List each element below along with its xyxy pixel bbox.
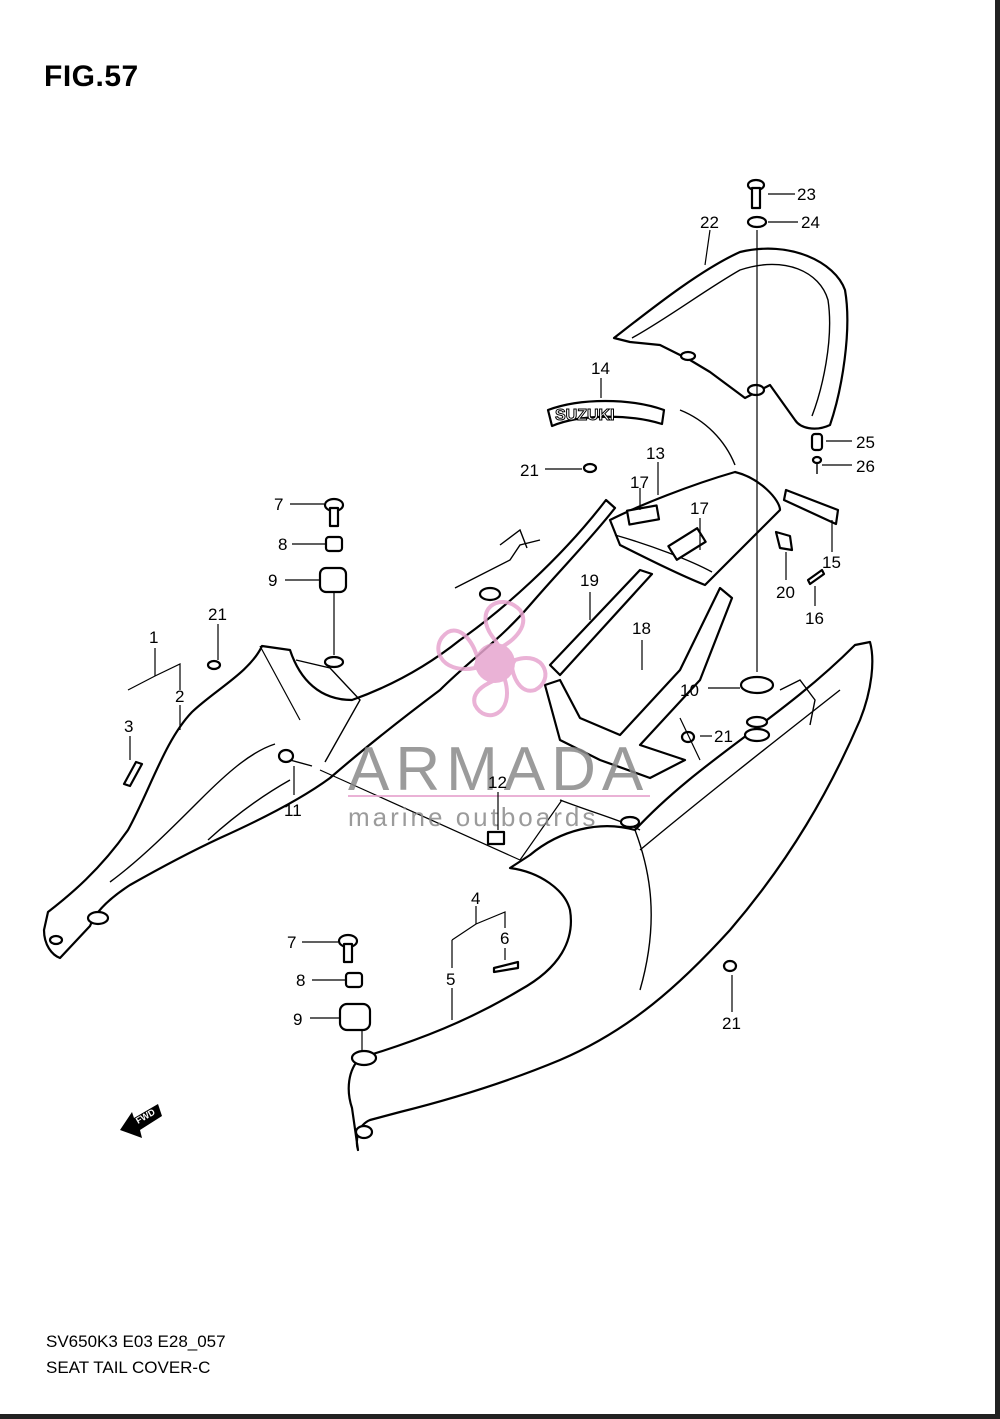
callout-26: 26 [856, 457, 875, 476]
frame-border-bottom [0, 1414, 1000, 1419]
callout-6: 6 [500, 929, 509, 948]
callout-22: 22 [700, 213, 719, 232]
callout-2: 2 [175, 687, 184, 706]
callout-17-left: 17 [630, 473, 649, 492]
callout-5: 5 [446, 970, 455, 989]
watermark-brand: ARMADA [348, 735, 649, 804]
callout-7-upper: 7 [274, 495, 283, 514]
callout-15: 15 [822, 553, 841, 572]
model-code: SV650K3 E03 E28_057 [46, 1332, 226, 1351]
center-tail-cover [608, 409, 782, 587]
figure-name: SEAT TAIL COVER-C [46, 1358, 211, 1377]
right-side-cover [347, 640, 874, 1152]
callout-20: 20 [776, 583, 795, 602]
hardware-parts [122, 178, 840, 1032]
callout-13: 13 [646, 444, 665, 463]
frame-border-right [995, 0, 1000, 1419]
callout-1: 1 [149, 628, 158, 647]
watermark-tagline: marine outboards [348, 802, 598, 832]
propeller-logo-icon [436, 599, 548, 718]
emblem-text: SUZUKI [555, 407, 615, 424]
callout-21-bottom: 21 [722, 1014, 741, 1033]
callout-9-lower: 9 [293, 1010, 302, 1029]
callout-21-top: 21 [520, 461, 539, 480]
callout-11: 11 [284, 801, 302, 820]
callout-24: 24 [801, 213, 820, 232]
callout-19: 19 [580, 571, 599, 590]
callout-14: 14 [591, 359, 610, 378]
callout-21-mid-right: 21 [714, 727, 733, 746]
callout-17-right: 17 [690, 499, 709, 518]
callout-leaders [127, 193, 852, 1020]
callout-3: 3 [124, 717, 133, 736]
callout-25: 25 [856, 433, 875, 452]
callout-7-lower: 7 [287, 933, 296, 952]
assembly-lines [259, 230, 758, 1050]
grab-handle [612, 247, 849, 430]
callout-9-upper: 9 [268, 571, 277, 590]
mounting-rails [543, 568, 734, 780]
callout-4: 4 [471, 889, 480, 908]
callout-18: 18 [632, 619, 651, 638]
armada-watermark: ARMADA marine outboards [348, 599, 650, 832]
callout-8-upper: 8 [278, 535, 287, 554]
callout-21-left: 21 [208, 605, 227, 624]
callout-8-lower: 8 [296, 971, 305, 990]
callout-12: 12 [488, 773, 507, 792]
callout-numbers: 23 24 22 14 25 26 13 21 17 17 15 20 16 1… [124, 185, 875, 1033]
forward-direction-arrow: FWD [120, 1104, 162, 1138]
callout-10: 10 [680, 681, 699, 700]
suzuki-emblem: SUZUKI [546, 399, 666, 428]
callout-23: 23 [797, 185, 816, 204]
figure-title: FIG.57 [44, 60, 139, 93]
left-side-cover [42, 498, 617, 960]
callout-16: 16 [805, 609, 824, 628]
